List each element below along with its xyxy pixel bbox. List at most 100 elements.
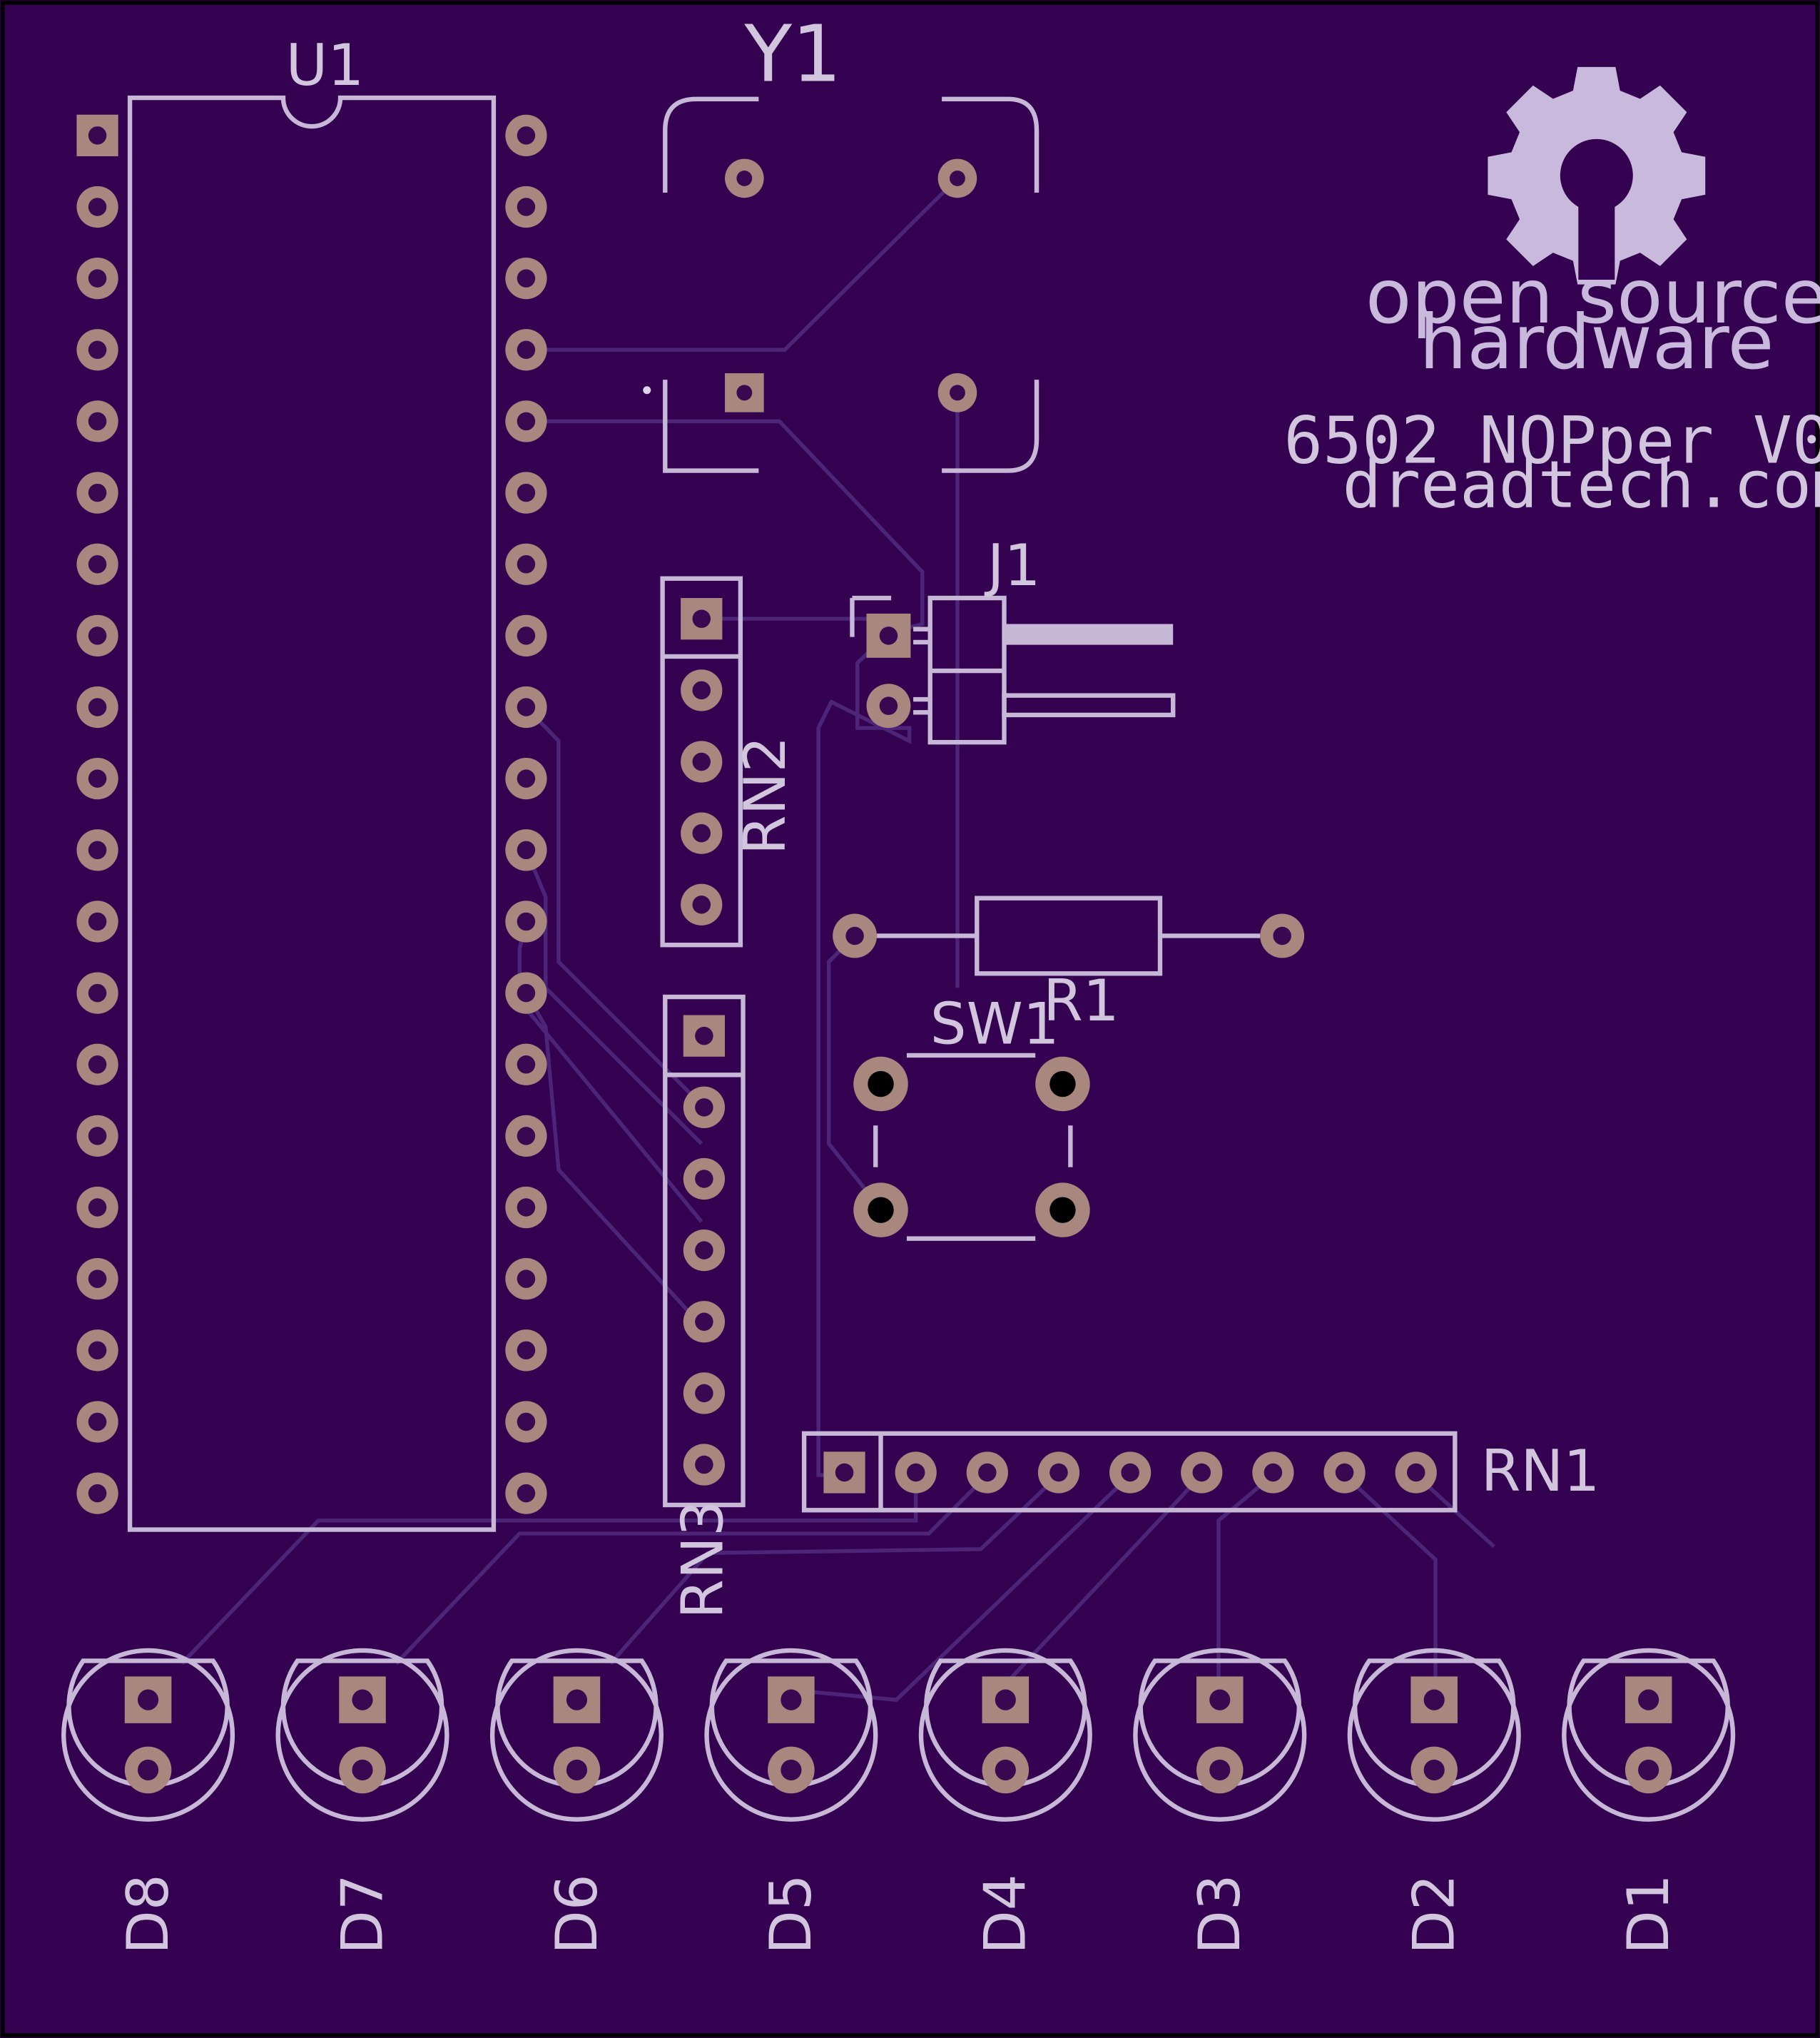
rn3-label: RN3: [669, 1500, 736, 1619]
u1-pad-hole: [517, 126, 536, 145]
led-pad-hole: [995, 1759, 1016, 1781]
u1-pad-hole: [517, 1484, 536, 1503]
oshw-line1: open source: [1366, 253, 1820, 340]
led-pad-hole: [781, 1759, 802, 1781]
rn3-pad-hole: [695, 1026, 713, 1045]
rn2-resistor-network-footprint: RN2: [660, 576, 798, 948]
y1-label: Y1: [743, 9, 841, 99]
led-outline: [1562, 1648, 1736, 1822]
u1-pad-hole: [88, 554, 107, 574]
rn1-pad-hole: [1121, 1463, 1139, 1482]
rn1-pad-hole: [1049, 1463, 1068, 1482]
r1-label: R1: [1043, 968, 1119, 1034]
led-outline: [704, 1648, 878, 1822]
rn3-pad-hole: [695, 1170, 713, 1188]
u1-pad-hole: [88, 841, 107, 860]
r1-resistor-footprint: R1: [833, 896, 1305, 1034]
y1-crystal-footprint: Y1: [643, 9, 1039, 473]
u1-pad-hole: [517, 554, 536, 574]
led-pad-hole: [1209, 1759, 1231, 1781]
led-pad-hole: [566, 1759, 588, 1781]
rn3-pad-hole: [695, 1455, 713, 1474]
u1-pad-hole: [517, 1269, 536, 1288]
led-label: D5: [758, 1874, 824, 1955]
led-label: D7: [329, 1874, 395, 1955]
j1-label: J1: [984, 532, 1041, 599]
u1-pad-hole: [88, 412, 107, 431]
rn1-label: RN1: [1481, 1438, 1600, 1504]
u1-pad-hole: [88, 340, 107, 360]
u1-label: U1: [286, 32, 365, 98]
u1-pad-hole: [88, 1412, 107, 1431]
u1-pad-hole: [517, 1198, 536, 1217]
led-pad-hole: [352, 1689, 373, 1710]
led-pad-hole: [995, 1689, 1016, 1710]
led-label: D2: [1401, 1874, 1468, 1955]
rn3-resistor-network-footprint: RN3: [663, 994, 746, 1619]
rn3-pad-hole: [695, 1384, 713, 1403]
led-pad-hole: [1423, 1759, 1445, 1781]
led-pad-hole: [1423, 1689, 1445, 1710]
u1-pad-hole: [88, 1127, 107, 1145]
oshw-line2: hardware: [1419, 298, 1774, 386]
u1-pad-hole: [517, 912, 536, 931]
u1-pad-hole: [88, 1269, 107, 1288]
led-pad-hole: [138, 1759, 159, 1781]
led-label: D4: [972, 1874, 1039, 1955]
led-d8: D8: [61, 1648, 235, 1955]
led-pad-hole: [1638, 1759, 1659, 1781]
led-outline: [61, 1648, 235, 1822]
u1-pad-hole: [88, 983, 107, 1003]
led-outline: [1347, 1648, 1521, 1822]
rn1-pad-hole: [1335, 1463, 1354, 1482]
led-label: D3: [1186, 1874, 1253, 1955]
led-d5: D5: [704, 1648, 878, 1955]
u1-pad-hole: [517, 1341, 536, 1360]
y1-pin1-dot: [643, 386, 651, 395]
rn1-pad-hole: [978, 1463, 997, 1482]
led-outline: [489, 1648, 664, 1822]
sw1-label: SW1: [930, 991, 1059, 1058]
led-d7: D7: [275, 1648, 449, 1955]
led-d3: D3: [1133, 1648, 1307, 1955]
led-pad-hole: [1209, 1689, 1231, 1710]
u1-pad-hole: [88, 126, 107, 145]
rn1-pad-hole: [1406, 1463, 1425, 1482]
u1-pad-hole: [517, 698, 536, 716]
rn2-label: RN2: [732, 736, 798, 856]
rn3-pad-hole: [695, 1098, 713, 1117]
u1-pad-hole: [517, 627, 536, 645]
u1-pad-hole: [517, 1055, 536, 1074]
rn1-pad-hole: [1264, 1463, 1283, 1482]
led-pad-hole: [1638, 1689, 1659, 1710]
u1-pad-hole: [517, 198, 536, 216]
u1-pad-hole: [88, 269, 107, 288]
u1-pad-hole: [88, 627, 107, 645]
led-pad-hole: [566, 1689, 588, 1710]
u1-pad-hole: [88, 1198, 107, 1217]
rn2-pad-hole: [692, 896, 711, 914]
u1-pad-hole: [88, 912, 107, 931]
j1-header-footprint: J1: [850, 532, 1176, 745]
u1-pad-hole: [517, 340, 536, 360]
led-pad-hole: [138, 1689, 159, 1710]
rn2-pad-hole: [692, 681, 711, 700]
rn2-pad-hole: [692, 752, 711, 771]
u1-pad-hole: [517, 769, 536, 788]
sw1-pushbutton-footprint: SW1: [853, 991, 1090, 1241]
u1-pad-hole: [88, 698, 107, 716]
rn1-pad-hole: [835, 1463, 854, 1482]
led-label: D6: [544, 1874, 610, 1955]
u1-pad-hole: [88, 198, 107, 216]
rn2-pad-hole: [692, 609, 711, 628]
u1-pad-hole: [517, 1412, 536, 1431]
u1-pad-hole: [517, 483, 536, 502]
led-outline: [1133, 1648, 1307, 1822]
u1-pad-hole: [88, 1341, 107, 1360]
rn1-pad-hole: [1192, 1463, 1211, 1482]
u1-pad-hole: [517, 841, 536, 860]
rn3-pad-hole: [695, 1312, 713, 1332]
